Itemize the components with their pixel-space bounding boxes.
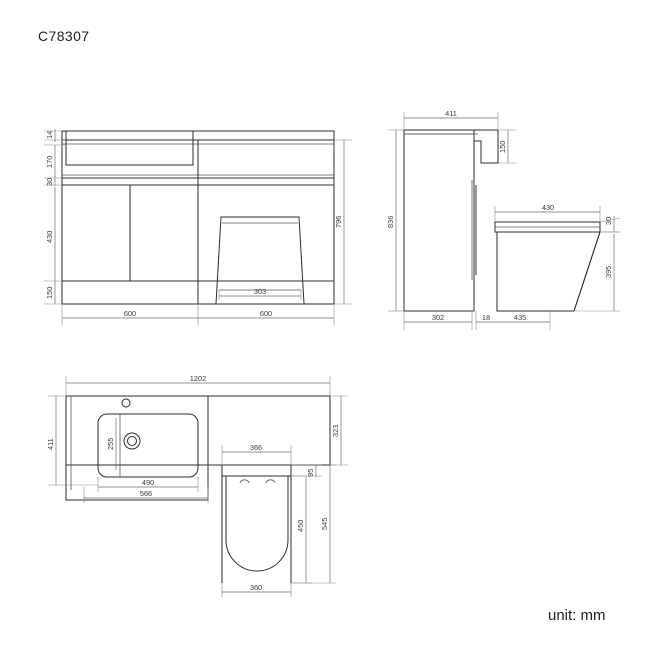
dim-plan-basin-inner-width: 490 [142, 478, 154, 487]
dim-front-overall-height: 796 [334, 216, 343, 228]
dim-plan-basin-depth: 411 [46, 438, 55, 450]
dim-plan-pan-length: 450 [296, 520, 305, 532]
dim-side-pan-height: 395 [604, 266, 613, 278]
dim-front-right-bay-width: 600 [260, 309, 272, 318]
dim-plan-pan-width: 360 [250, 583, 262, 592]
dim-side-panel-gap: 18 [482, 313, 490, 322]
unit-note: unit: mm [548, 607, 606, 624]
dim-side-seat-thickness: 30 [604, 217, 613, 225]
plan-view: 1202 411 255 490 566 323 [46, 374, 348, 597]
dim-side-seat-depth: 430 [542, 203, 554, 212]
dim-plan-basin-inner-depth: 255 [106, 438, 115, 450]
dim-plan-cistern-depth: 95 [306, 469, 315, 477]
dim-side-cistern-height: 150 [498, 141, 507, 153]
dim-side-top-depth: 411 [445, 109, 457, 118]
dim-front-left-bay-width: 600 [124, 309, 136, 318]
front-elevation-view: 14 170 30 430 150 796 [44, 129, 352, 326]
dim-front-plinth-height: 150 [45, 287, 54, 299]
dim-side-pan-depth: 435 [514, 313, 526, 322]
dim-side-overall-height: 836 [386, 216, 395, 228]
dim-plan-cistern-width: 366 [250, 443, 262, 452]
dim-front-toilet-width: 303 [254, 287, 266, 296]
page-title: C78307 [38, 28, 90, 44]
dim-plan-worktop-depth: 323 [331, 425, 340, 437]
dim-front-top-thickness: 14 [45, 131, 54, 139]
dim-front-drawer-height: 170 [45, 156, 54, 168]
side-elevation-view: 411 150 836 430 30 395 [386, 109, 621, 330]
dim-front-door-height: 430 [45, 231, 54, 243]
dim-plan-basin-outer-width: 566 [140, 489, 152, 498]
dim-plan-total-depth: 545 [320, 518, 329, 530]
dim-front-gap: 30 [45, 178, 54, 186]
dim-plan-overall-width: 1202 [190, 374, 206, 383]
dim-side-cabinet-depth: 302 [432, 313, 444, 322]
